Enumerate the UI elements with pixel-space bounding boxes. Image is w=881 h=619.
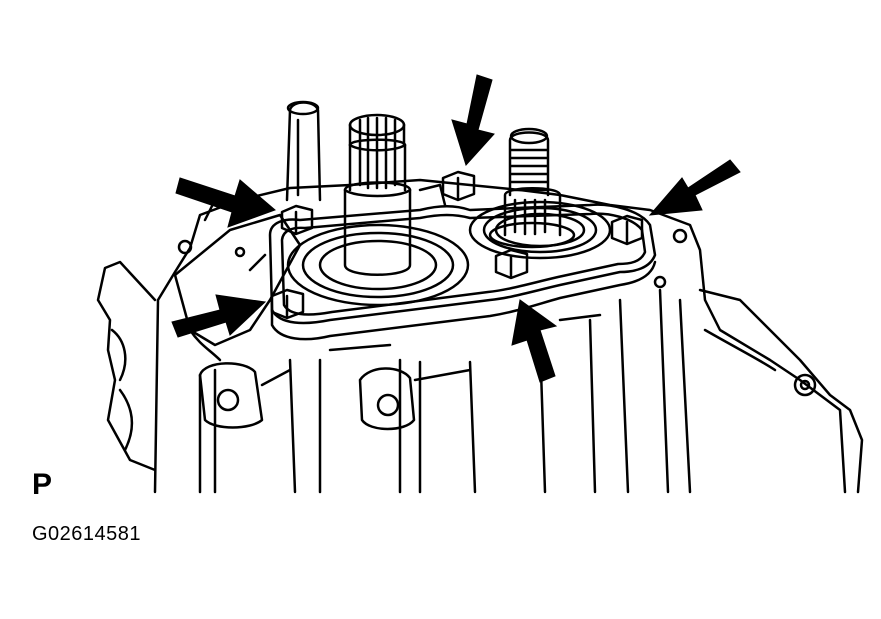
left-shaft-icon	[343, 113, 412, 276]
arrow-icon-bottom-center	[511, 299, 558, 383]
bearing-retainer-plate	[268, 203, 657, 325]
bolt-icon-1	[280, 204, 314, 236]
case-top-deck	[173, 213, 302, 347]
view-letter-label: P	[32, 468, 53, 501]
figure-id-label: G02614581	[32, 523, 142, 545]
bolt-icon-5	[270, 288, 305, 320]
case-housing-outline	[153, 178, 847, 494]
right-bearing-ring-outer	[468, 200, 612, 260]
arrow-icon-top-left	[175, 177, 276, 228]
bearing-retainer-plate-inner	[280, 212, 647, 316]
arrow-icon-bottom-left	[171, 294, 267, 338]
case-left-extension	[96, 260, 157, 472]
deck-hole-left	[177, 239, 193, 255]
deck-hole-right	[672, 228, 688, 244]
left-bearing-ring-outer	[286, 223, 470, 307]
case-right-flange	[698, 288, 864, 494]
arrow-icon-top-center	[451, 74, 495, 166]
case-rib-4	[468, 360, 477, 494]
bolt-icon-3	[610, 214, 644, 246]
right-shaft-icon	[488, 127, 576, 249]
case-rib-2	[288, 358, 297, 494]
arrow-icon-top-right	[648, 159, 741, 216]
guide-rod-icon	[285, 100, 322, 202]
bolt-icon-4	[494, 248, 529, 280]
